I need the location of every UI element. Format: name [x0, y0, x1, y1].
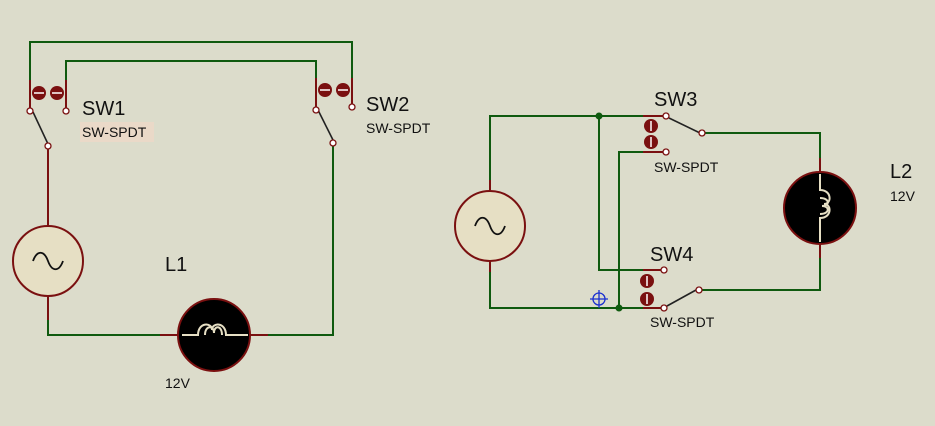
wire-sw3-lower-throw[interactable]: [618, 151, 643, 308]
sw1-blade: [32, 111, 49, 145]
sw2-type-label: SW-SPDT: [366, 120, 431, 136]
sw2-blade: [317, 109, 334, 141]
sw4-switch[interactable]: [640, 266, 703, 312]
sw4-type-label: SW-SPDT: [650, 314, 715, 330]
sw2-switch[interactable]: [312, 78, 356, 147]
l2-value-label: 12V: [890, 188, 916, 204]
sw3-switch[interactable]: [643, 112, 706, 156]
wire-lamp-sw4[interactable]: [701, 244, 821, 291]
wire-sw3-lamp[interactable]: [705, 132, 821, 172]
junction-dot: [595, 112, 603, 120]
wire-source-bottom[interactable]: [489, 262, 643, 309]
l1-value-label: 12V: [165, 375, 191, 391]
sw1-type-highlight: [80, 122, 154, 142]
right-circuit: SW3 SW-SPDT SW4 SW-SPDT: [454, 89, 916, 330]
ac-source-icon[interactable]: [12, 170, 84, 320]
lamp-icon[interactable]: [783, 158, 857, 258]
wire-lamp-sw2[interactable]: [250, 145, 334, 336]
l1-label: L1: [165, 254, 187, 276]
left-circuit: SW1 SW-SPDT SW2 SW-SPDT: [12, 41, 431, 391]
sw2-label: SW2: [366, 94, 409, 116]
sw4-label: SW4: [650, 244, 693, 266]
l2-label: L2: [890, 161, 912, 183]
junction-dot: [615, 304, 623, 312]
sw1-type-label: SW-SPDT: [82, 124, 147, 140]
lamp-icon[interactable]: [160, 298, 268, 372]
sw3-label: SW3: [654, 89, 697, 111]
current-probe-icon[interactable]: [590, 290, 608, 308]
wire-source-top[interactable]: [489, 115, 643, 189]
wire-source-lamp[interactable]: [47, 298, 178, 336]
ac-source-icon[interactable]: [454, 180, 526, 272]
wire-sw1-sw2-top[interactable]: [29, 41, 353, 108]
wire-junction-sw4-upper[interactable]: [598, 116, 643, 271]
sw4-blade: [666, 289, 697, 307]
sw3-blade: [668, 117, 701, 134]
sw3-type-label: SW-SPDT: [654, 159, 719, 175]
sw1-label: SW1: [82, 98, 125, 120]
sw1-switch[interactable]: [26, 80, 70, 170]
